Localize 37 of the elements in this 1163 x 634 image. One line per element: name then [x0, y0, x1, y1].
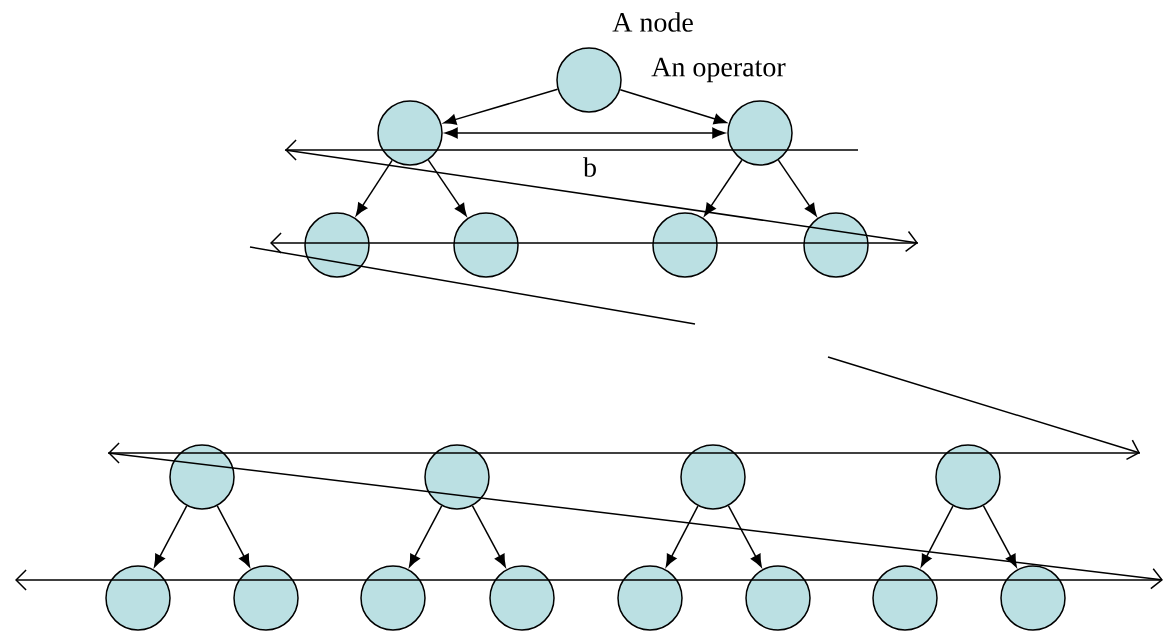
arrow — [153, 505, 188, 568]
tree-node — [377, 100, 443, 166]
arrow — [443, 88, 559, 125]
arrow — [920, 505, 954, 568]
tree-node — [1000, 565, 1066, 631]
arrow — [619, 88, 727, 125]
text-label: b — [583, 157, 596, 177]
tree-node — [872, 565, 938, 631]
tree-node — [745, 565, 811, 631]
arrow — [355, 159, 393, 216]
text-label: An operator — [651, 57, 786, 83]
arrow — [665, 505, 699, 568]
arrow — [982, 505, 1017, 568]
tree-node — [935, 444, 1001, 510]
tree-node — [233, 565, 299, 631]
arrow — [408, 505, 443, 568]
node-label: A node — [612, 12, 693, 32]
tree-node — [680, 444, 746, 510]
tree-node — [489, 565, 555, 631]
tree-node — [727, 100, 793, 166]
tree-node — [424, 444, 490, 510]
tree-node — [652, 212, 718, 278]
tree-node — [105, 565, 171, 631]
tree-node — [169, 444, 235, 510]
arrow — [777, 159, 817, 217]
tree-node — [360, 565, 426, 631]
arrow — [216, 505, 251, 568]
tree-node — [803, 212, 869, 278]
arrow — [427, 159, 467, 217]
tree-node — [556, 47, 622, 113]
tree-node — [617, 565, 683, 631]
arrow — [471, 505, 506, 568]
arrow — [704, 159, 743, 217]
arrow — [727, 505, 762, 568]
tree-node — [453, 212, 519, 278]
tree-node — [304, 212, 370, 278]
arrow — [444, 127, 726, 139]
